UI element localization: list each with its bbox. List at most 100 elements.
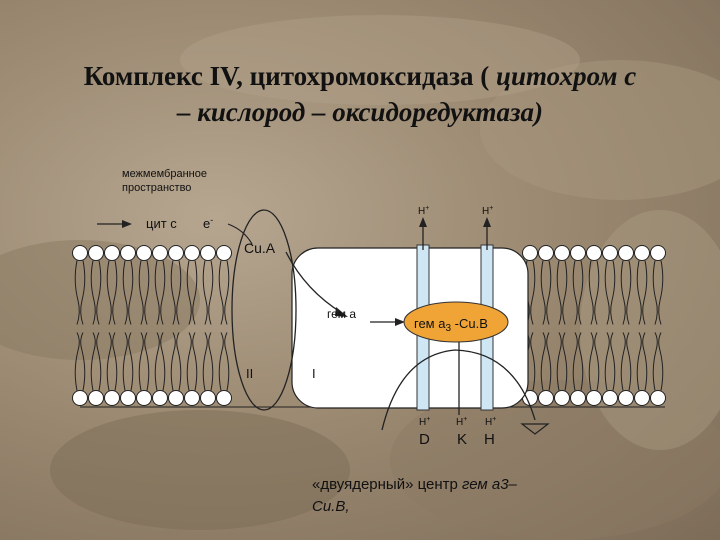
lipid-tail: [540, 260, 546, 325]
electron-path-cua-arrowhead: [335, 307, 348, 317]
lipid-tail: [594, 260, 600, 325]
lipid-tail: [176, 332, 182, 391]
lipid-tail: [642, 332, 648, 391]
channel-d-label: D: [419, 431, 430, 448]
lipid-tail: [208, 260, 214, 325]
lipid-tail: [610, 260, 616, 325]
lipid-tail: [138, 332, 144, 391]
intermembrane-space-label-line1: межмембранное: [122, 168, 207, 180]
lipid-tail: [556, 260, 562, 325]
lipid-head: [538, 390, 554, 406]
lipid-tail: [578, 332, 584, 391]
lipid-head: [136, 245, 152, 261]
lipid-tail: [546, 260, 552, 325]
channel-k-label: K: [457, 431, 467, 448]
lipid-tail: [610, 332, 616, 391]
subunit-two-label: II: [246, 366, 253, 381]
lipid-tail: [74, 260, 80, 325]
lipid-head: [120, 245, 136, 261]
lipid-bilayer: [72, 245, 666, 408]
lipid-head: [216, 390, 232, 406]
lipid-tail: [80, 332, 86, 391]
cua-label: Cu.A: [244, 240, 276, 256]
lipid-head: [586, 245, 602, 261]
lipid-tail: [562, 332, 568, 391]
lipid-head: [216, 245, 232, 261]
lipid-head: [650, 245, 666, 261]
lipid-tail: [106, 332, 112, 391]
lipid-tail: [562, 260, 568, 325]
proton-arrow-left-head: [419, 217, 427, 227]
electron-path-cua-to-heme-a: [285, 251, 343, 314]
lipid-head: [570, 390, 586, 406]
lipid-tail: [122, 260, 128, 325]
lipid-head: [650, 390, 666, 406]
lipid-tail: [652, 332, 658, 391]
lipid-head: [634, 390, 650, 406]
lipid-head: [618, 245, 634, 261]
lipid-tail: [636, 260, 642, 325]
lipid-tail: [546, 332, 552, 391]
electron-path-heme-a-arrowhead: [395, 318, 405, 326]
caption-plain: «двуядерный» центр: [312, 476, 458, 493]
heme-a-label: гем а: [327, 307, 356, 321]
lipid-tail: [604, 260, 610, 325]
lipid-tail: [160, 260, 166, 325]
caption-line2: Cu.B,: [312, 498, 350, 515]
lipid-head: [184, 390, 200, 406]
binuclear-center-caption: «двуядерный» центр гем а3– Cu.B,: [312, 474, 692, 518]
lipid-tail: [626, 260, 632, 325]
proton-arrow-right-head: [483, 217, 491, 227]
lipid-tail: [530, 260, 536, 325]
lipid-tail: [556, 332, 562, 391]
lipid-tail: [588, 260, 594, 325]
lipid-head: [602, 390, 618, 406]
lipid-tail: [128, 332, 134, 391]
lipid-tail: [224, 260, 230, 325]
channel-h-label: H: [484, 431, 495, 448]
lipid-head: [538, 245, 554, 261]
lipid-tail: [154, 332, 160, 391]
lipid-tail: [112, 332, 118, 391]
lipid-tail: [154, 260, 160, 325]
lipid-tail: [208, 332, 214, 391]
lipid-tail: [186, 260, 192, 325]
lipid-head: [88, 390, 104, 406]
lipid-head: [200, 390, 216, 406]
lipid-head: [72, 390, 88, 406]
lipid-head: [136, 390, 152, 406]
lipid-head: [152, 390, 168, 406]
lipid-tail: [540, 332, 546, 391]
lipid-tail: [218, 260, 224, 325]
lipid-tail: [636, 332, 642, 391]
title-line2-italic: – кислород – оксидоредуктаза): [176, 97, 544, 127]
lipid-head: [618, 390, 634, 406]
lipid-tail: [202, 260, 208, 325]
lipid-tail: [572, 332, 578, 391]
lipid-tail: [572, 260, 578, 325]
lipid-tail: [186, 332, 192, 391]
cytochrome-c-label: цит c: [146, 216, 177, 231]
lipid-head: [72, 245, 88, 261]
lipid-tail: [144, 332, 150, 391]
lipid-tail: [96, 260, 102, 325]
lipid-tail: [112, 260, 118, 325]
lipid-head: [554, 245, 570, 261]
lipid-head: [120, 390, 136, 406]
lipid-tail: [90, 260, 96, 325]
ground-symbol: [520, 423, 550, 435]
lipid-head: [602, 245, 618, 261]
title-line1-plain: Комплекс IV, цитохромоксидаза (: [83, 61, 490, 91]
lipid-head: [200, 245, 216, 261]
lipid-tail: [530, 332, 536, 391]
lipid-tail: [604, 332, 610, 391]
lipid-tail: [652, 260, 658, 325]
lipid-head: [104, 245, 120, 261]
lipid-tail: [224, 332, 230, 391]
lipid-tail: [176, 260, 182, 325]
proton-bottom-k-label: H+: [456, 416, 467, 428]
lipid-head: [184, 245, 200, 261]
lipid-head: [152, 245, 168, 261]
lipid-tail: [170, 332, 176, 391]
title-line1-italic: цитохром с: [495, 61, 637, 91]
